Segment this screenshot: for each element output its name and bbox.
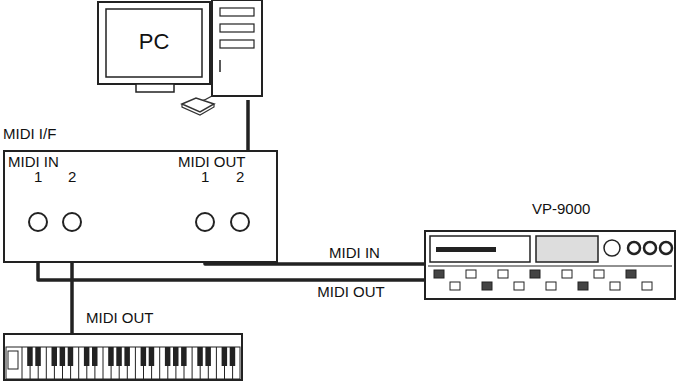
- pc-computer: PC: [96, 0, 264, 100]
- midi-cable: [246, 100, 250, 150]
- node-outline: [96, 0, 264, 100]
- vp-9000-unit: VP-9000: [424, 230, 676, 300]
- device-label: MIDI I/F: [3, 125, 56, 142]
- port-number: 1: [201, 168, 209, 185]
- midi-cable: [38, 263, 424, 280]
- port-label: MIDI OUT: [178, 153, 246, 170]
- cable-label: MIDI OUT: [86, 309, 154, 326]
- device-label: PC: [139, 30, 170, 54]
- cable-label: MIDI IN: [326, 244, 383, 261]
- midi-cable: [205, 263, 424, 264]
- port-number: 2: [236, 168, 244, 185]
- port-label: MIDI IN: [8, 153, 59, 170]
- device-label: VP-9000: [532, 200, 590, 217]
- port-number: 2: [68, 168, 76, 185]
- port-number: 1: [34, 168, 42, 185]
- cable-label: MIDI OUT: [314, 283, 388, 300]
- keyboard: [4, 334, 242, 380]
- node-outline: [424, 230, 676, 300]
